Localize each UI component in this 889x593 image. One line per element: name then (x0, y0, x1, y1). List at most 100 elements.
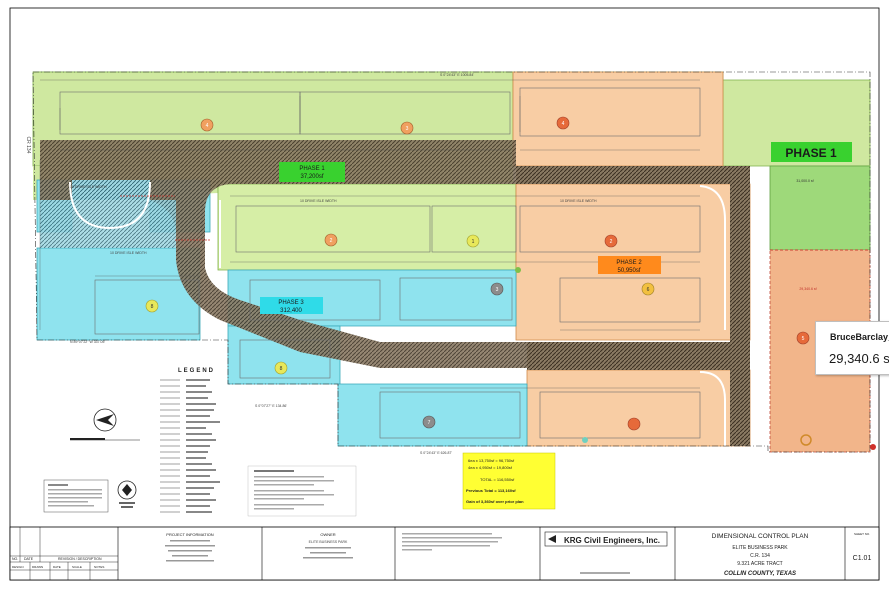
phase-2-area-label: 50,950sf (617, 268, 640, 274)
north-arrow-icon (70, 408, 140, 441)
summary-note: 6ea x 13,750sf = 96,750sf 4ea x 4,950sf … (462, 452, 556, 510)
phase-3-label-box (260, 297, 323, 314)
svg-text:10 DRIVE ISLE WIDTH: 10 DRIVE ISLE WIDTH (300, 199, 337, 203)
notes-lines (402, 533, 502, 551)
svg-text:S 0°07'27" E 134.86': S 0°07'27" E 134.86' (255, 404, 287, 408)
road-name: C.R. 134 (750, 553, 770, 559)
building-number: 7 (428, 420, 431, 426)
node-marker (515, 267, 521, 273)
building-number: 2 (330, 238, 333, 244)
caution-note (43, 479, 109, 513)
building-marker (627, 417, 641, 431)
project-name: ELITE BUSINESS PARK (732, 545, 788, 551)
legend-rows (160, 379, 180, 513)
legend-title: LEGEND (178, 368, 215, 374)
building-marker: 6 (641, 282, 655, 296)
col-notes: NOTES (94, 565, 104, 569)
building-outlines (59, 87, 701, 439)
col-drawn: DRAWN (32, 565, 43, 569)
rev-header: REVISION / DESCRIPTION (58, 557, 102, 561)
phase-1-large-label: PHASE 1 (785, 146, 837, 160)
county-name: COLLIN COUNTY, TEXAS (724, 571, 796, 577)
benchmark-notes (247, 465, 357, 517)
curb-lines (69, 181, 726, 446)
dimension-text: S 0°24'43" E 1005.84' 10 DRIVE ISLE WIDT… (70, 73, 597, 455)
phase-1-label: PHASE 1 (299, 166, 325, 172)
building-number: 3 (406, 126, 409, 132)
tooltip-area: 29,340.6 sf (829, 351, 889, 366)
building-marker: 4 (200, 118, 214, 132)
col-design: DESIGN (12, 565, 24, 569)
phase-2-label: PHASE 2 (616, 260, 642, 266)
building-number: 4 (562, 121, 565, 127)
revision-table (10, 527, 118, 580)
dimension-lines (39, 79, 700, 389)
building-number: 8 (280, 366, 283, 372)
svg-text:S 0°24'43" E 1005.84': S 0°24'43" E 1005.84' (440, 73, 474, 77)
owner-name: ELITE BUSINESS PARK (309, 540, 348, 544)
phase-labels: PHASE 1 37,200sf PHASE 1 PHASE 2 50,950s… (25, 137, 852, 314)
phase-3-area-label: 312,400 (280, 308, 302, 314)
title-block: NO. DATE REVISION / DESCRIPTION DESIGN D… (9, 526, 880, 581)
owner-title: OWNER (320, 532, 335, 537)
phase-1-area-label: 37,200sf (300, 174, 323, 180)
firm-logo-icon (548, 535, 556, 543)
sheet-title: DIMENSIONAL CONTROL PLAN (712, 533, 809, 540)
phase-1-label-box (279, 162, 345, 182)
phase-2-label-box (598, 256, 661, 274)
corner-marker (870, 444, 876, 450)
building-marker: 8 (145, 299, 159, 313)
firm-registration (580, 572, 630, 574)
building-markers: 4 3 4 2 1 2 8 3 6 8 5 7 (145, 116, 876, 450)
driveway-hatch (40, 140, 750, 446)
svg-text:S 0°24'43" E 626.87': S 0°24'43" E 626.87' (420, 451, 452, 455)
building-marker: 4 (556, 116, 570, 130)
building-marker: 3 (400, 121, 414, 135)
building-number: 3 (496, 287, 499, 293)
svg-text:10 DRIVE ISLE WIDTH: 10 DRIVE ISLE WIDTH (110, 251, 147, 255)
project-info-lines (165, 540, 215, 562)
svg-text:10 DRIVE ISLE WIDTH: 10 DRIVE ISLE WIDTH (70, 185, 107, 189)
building-marker: 8 (274, 361, 288, 375)
col-scale: SCALE (72, 565, 82, 569)
firm-name: KRG Civil Engineers, Inc. (564, 536, 660, 545)
firm-logo-box (544, 531, 668, 547)
legend-text-marks (186, 379, 220, 513)
rev-col-no: NO. (12, 557, 18, 561)
corner-marker (800, 434, 812, 446)
col-date: DATE (53, 565, 61, 569)
svg-text:N 89°07'22" W 337.05': N 89°07'22" W 337.05' (70, 340, 105, 344)
building-marker: 1 (466, 234, 480, 248)
tooltip-name: BruceBarclay_ (830, 332, 889, 342)
svg-text:10 DRIVE ISLE WIDTH: 10 DRIVE ISLE WIDTH (560, 199, 597, 203)
building-marker: 2 (604, 234, 618, 248)
building-marker: 7 (422, 415, 436, 429)
building-marker: 2 (324, 233, 338, 247)
rev-col-date: DATE (24, 557, 34, 561)
call-before-you-dig-icon (117, 480, 137, 508)
building-number: 1 (472, 239, 475, 245)
legend: LEGEND (160, 368, 220, 513)
summary-line-3: TOTAL = 116,550sf (480, 477, 515, 482)
summary-line-5: Gain of 3,360sf over prior plan (466, 499, 524, 504)
phase-1-large-label-box (771, 142, 852, 162)
building-marker: 3 (490, 282, 504, 296)
node-marker (582, 437, 588, 443)
building-number: 6 (647, 287, 650, 293)
road-label: CR 134 (25, 137, 31, 154)
area-note-2: 29,340.6 sf (799, 287, 816, 291)
building-number: 8 (151, 304, 154, 310)
building-marker: 5 (796, 331, 810, 345)
project-info-title: PROJECT INFORMATION (166, 532, 214, 537)
summary-line-1: 6ea x 13,750sf = 96,750sf (468, 458, 515, 463)
sheet-number: C1.01 (853, 555, 872, 562)
red-marks (120, 195, 870, 251)
building-number: 5 (802, 336, 805, 342)
building-number: 2 (610, 239, 613, 245)
summary-line-4: Previous Total = 113,160sf (466, 488, 516, 493)
tract-name: 9.321 ACRE TRACT (737, 561, 782, 567)
building-number: 4 (206, 123, 209, 129)
area-note: 31,000.0 sf (796, 179, 813, 183)
owner-lines (303, 547, 353, 559)
